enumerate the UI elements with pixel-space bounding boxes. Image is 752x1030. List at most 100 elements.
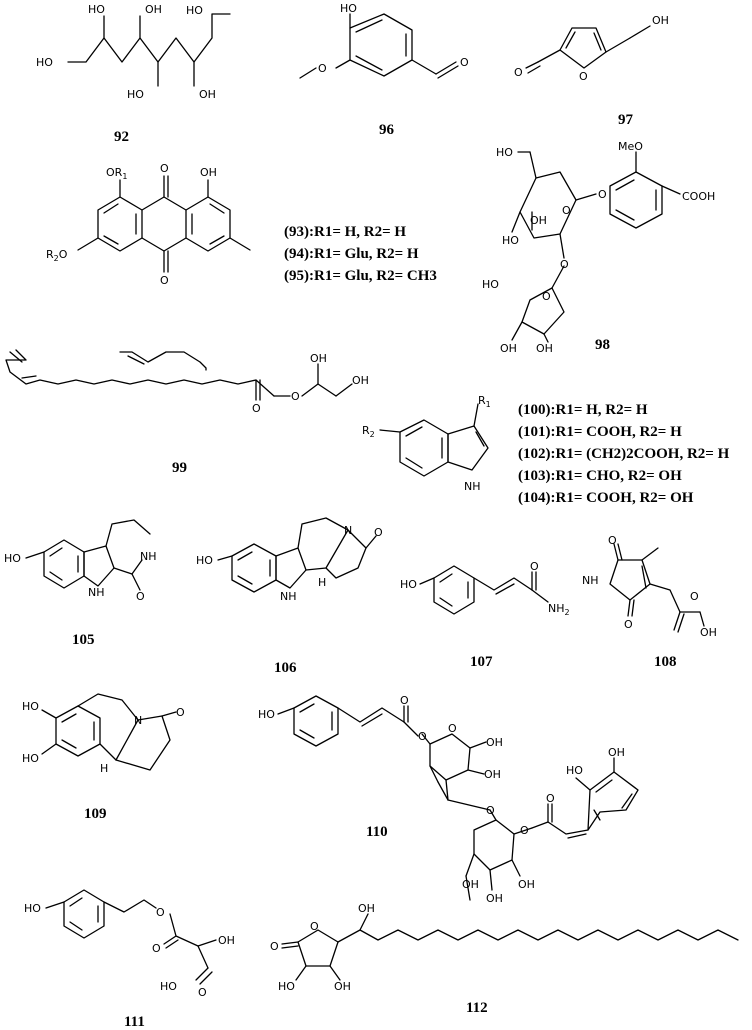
atom-label: R2 [362,424,375,439]
compound-number: 111 [124,1014,145,1030]
atom-label: HO [278,980,295,993]
structure-96: HO O O 96 [299,2,469,138]
atom-label: OH [608,746,625,759]
atom-label: O [690,590,699,603]
atom-label: OH [486,892,503,905]
variant-label: (100):R1= H, R2= H [518,402,648,418]
atom-label: HO [160,980,177,993]
atom-label: OH [486,736,503,749]
atom-label: O [520,824,529,837]
atom-label: NH [464,480,481,493]
compound-number: 112 [466,1000,488,1016]
variant-label: (104):R1= COOH, R2= OH [518,490,694,506]
atom-label: O [400,694,409,707]
atom-label: OH [462,878,479,891]
atom-label: O [560,258,569,271]
atom-label: HO [24,902,41,915]
compound-number: 98 [595,337,610,353]
atom-label: HO [502,234,519,247]
atom-label: OH [500,342,517,355]
variant-label: (95):R1= Glu, R2= CH3 [284,268,437,284]
structure-105: HO NH NH O 105 [4,519,157,648]
atom-label: O [624,618,633,631]
atom-label: O [530,560,539,573]
atom-label: NH [582,574,599,587]
atom-label: O [542,290,551,303]
atom-label: MeO [618,140,643,153]
atom-label: HO [340,2,357,15]
structure-109: HO HO N O H 109 [22,693,185,822]
compound-number: 107 [470,654,493,670]
atom-label: OH [652,14,669,27]
atom-label: H [100,762,108,775]
atom-label: O [176,706,185,719]
structure-107: HO O NH2 107 [400,560,570,670]
structure-99: O O OH OH 99 [5,349,369,476]
atom-label: OH [700,626,717,639]
atom-label: OH [218,934,235,947]
atom-label: O [291,390,300,403]
structure-98: HO O O MeO COOH OH HO O O HO OH OH 98 [482,140,715,355]
atom-label: N [134,714,142,727]
atom-label: NH [140,550,157,563]
compound-number: 106 [274,660,297,676]
atom-label: O [270,940,279,953]
atom-label: O [152,942,161,955]
structure-112: O O HO OH OH 112 [270,902,739,1016]
atom-label: O [608,534,617,547]
atom-label: HO [127,88,144,101]
atom-label: H [318,576,326,589]
atom-label: O [374,526,383,539]
atom-label: OH [200,166,217,179]
atom-label: O [562,204,571,217]
atom-label: O [310,920,319,933]
atom-label: O [486,804,495,817]
atom-label: O [252,402,261,415]
atom-label: O [156,906,165,919]
atom-label: N [344,524,352,537]
compound-number: 110 [366,824,388,840]
atom-label: O [448,722,457,735]
atom-label: OH [310,352,327,365]
atom-label: HO [196,554,213,567]
structure-93-95: O O OH OR1 R2O (93):R1= H, R2= H (94):R1… [46,162,437,287]
atom-label: HO [22,752,39,765]
atom-label: OH [352,374,369,387]
atom-label: O [160,274,169,287]
atom-label: COOH [682,190,715,203]
structure-108: O NH O O OH 108 [582,534,717,670]
variant-label: (93):R1= H, R2= H [284,224,406,240]
compound-number: 108 [654,654,677,670]
atom-label: O [546,792,555,805]
atom-label: O [598,188,607,201]
atom-label: O [136,590,145,603]
structure-111: HO O O OH HO O 111 [24,889,235,1030]
atom-label: HO [258,708,275,721]
compound-number: 105 [72,632,95,648]
atom-label: HO [186,4,203,17]
atom-label: HO [36,56,53,69]
atom-label: NH2 [548,602,570,617]
compound-number: 97 [618,112,634,128]
atom-label: O [514,66,523,79]
compound-number: 92 [114,129,129,145]
atom-label: HO [4,552,21,565]
variant-label: (101):R1= COOH, R2= H [518,424,682,440]
atom-label: OH [536,342,553,355]
atom-label: HO [88,3,105,16]
atom-label: O [198,986,207,999]
structure-92: HO HO OH HO OH HO 92 [36,3,231,145]
atom-label: OR1 [106,166,127,181]
compound-number: 99 [172,460,187,476]
atom-label: OH [199,88,216,101]
atom-label: O [160,162,169,175]
atom-label: R1 [478,394,491,409]
variant-label: (94):R1= Glu, R2= H [284,246,419,262]
atom-label: HO [22,700,39,713]
atom-label: OH [518,878,535,891]
atom-label: NH [88,586,105,599]
compound-number: 109 [84,806,107,822]
structure-100-104: NH R1 R2 (100):R1= H, R2= H (101):R1= CO… [362,394,730,506]
structure-106: HO N O NH H 106 [196,517,383,676]
